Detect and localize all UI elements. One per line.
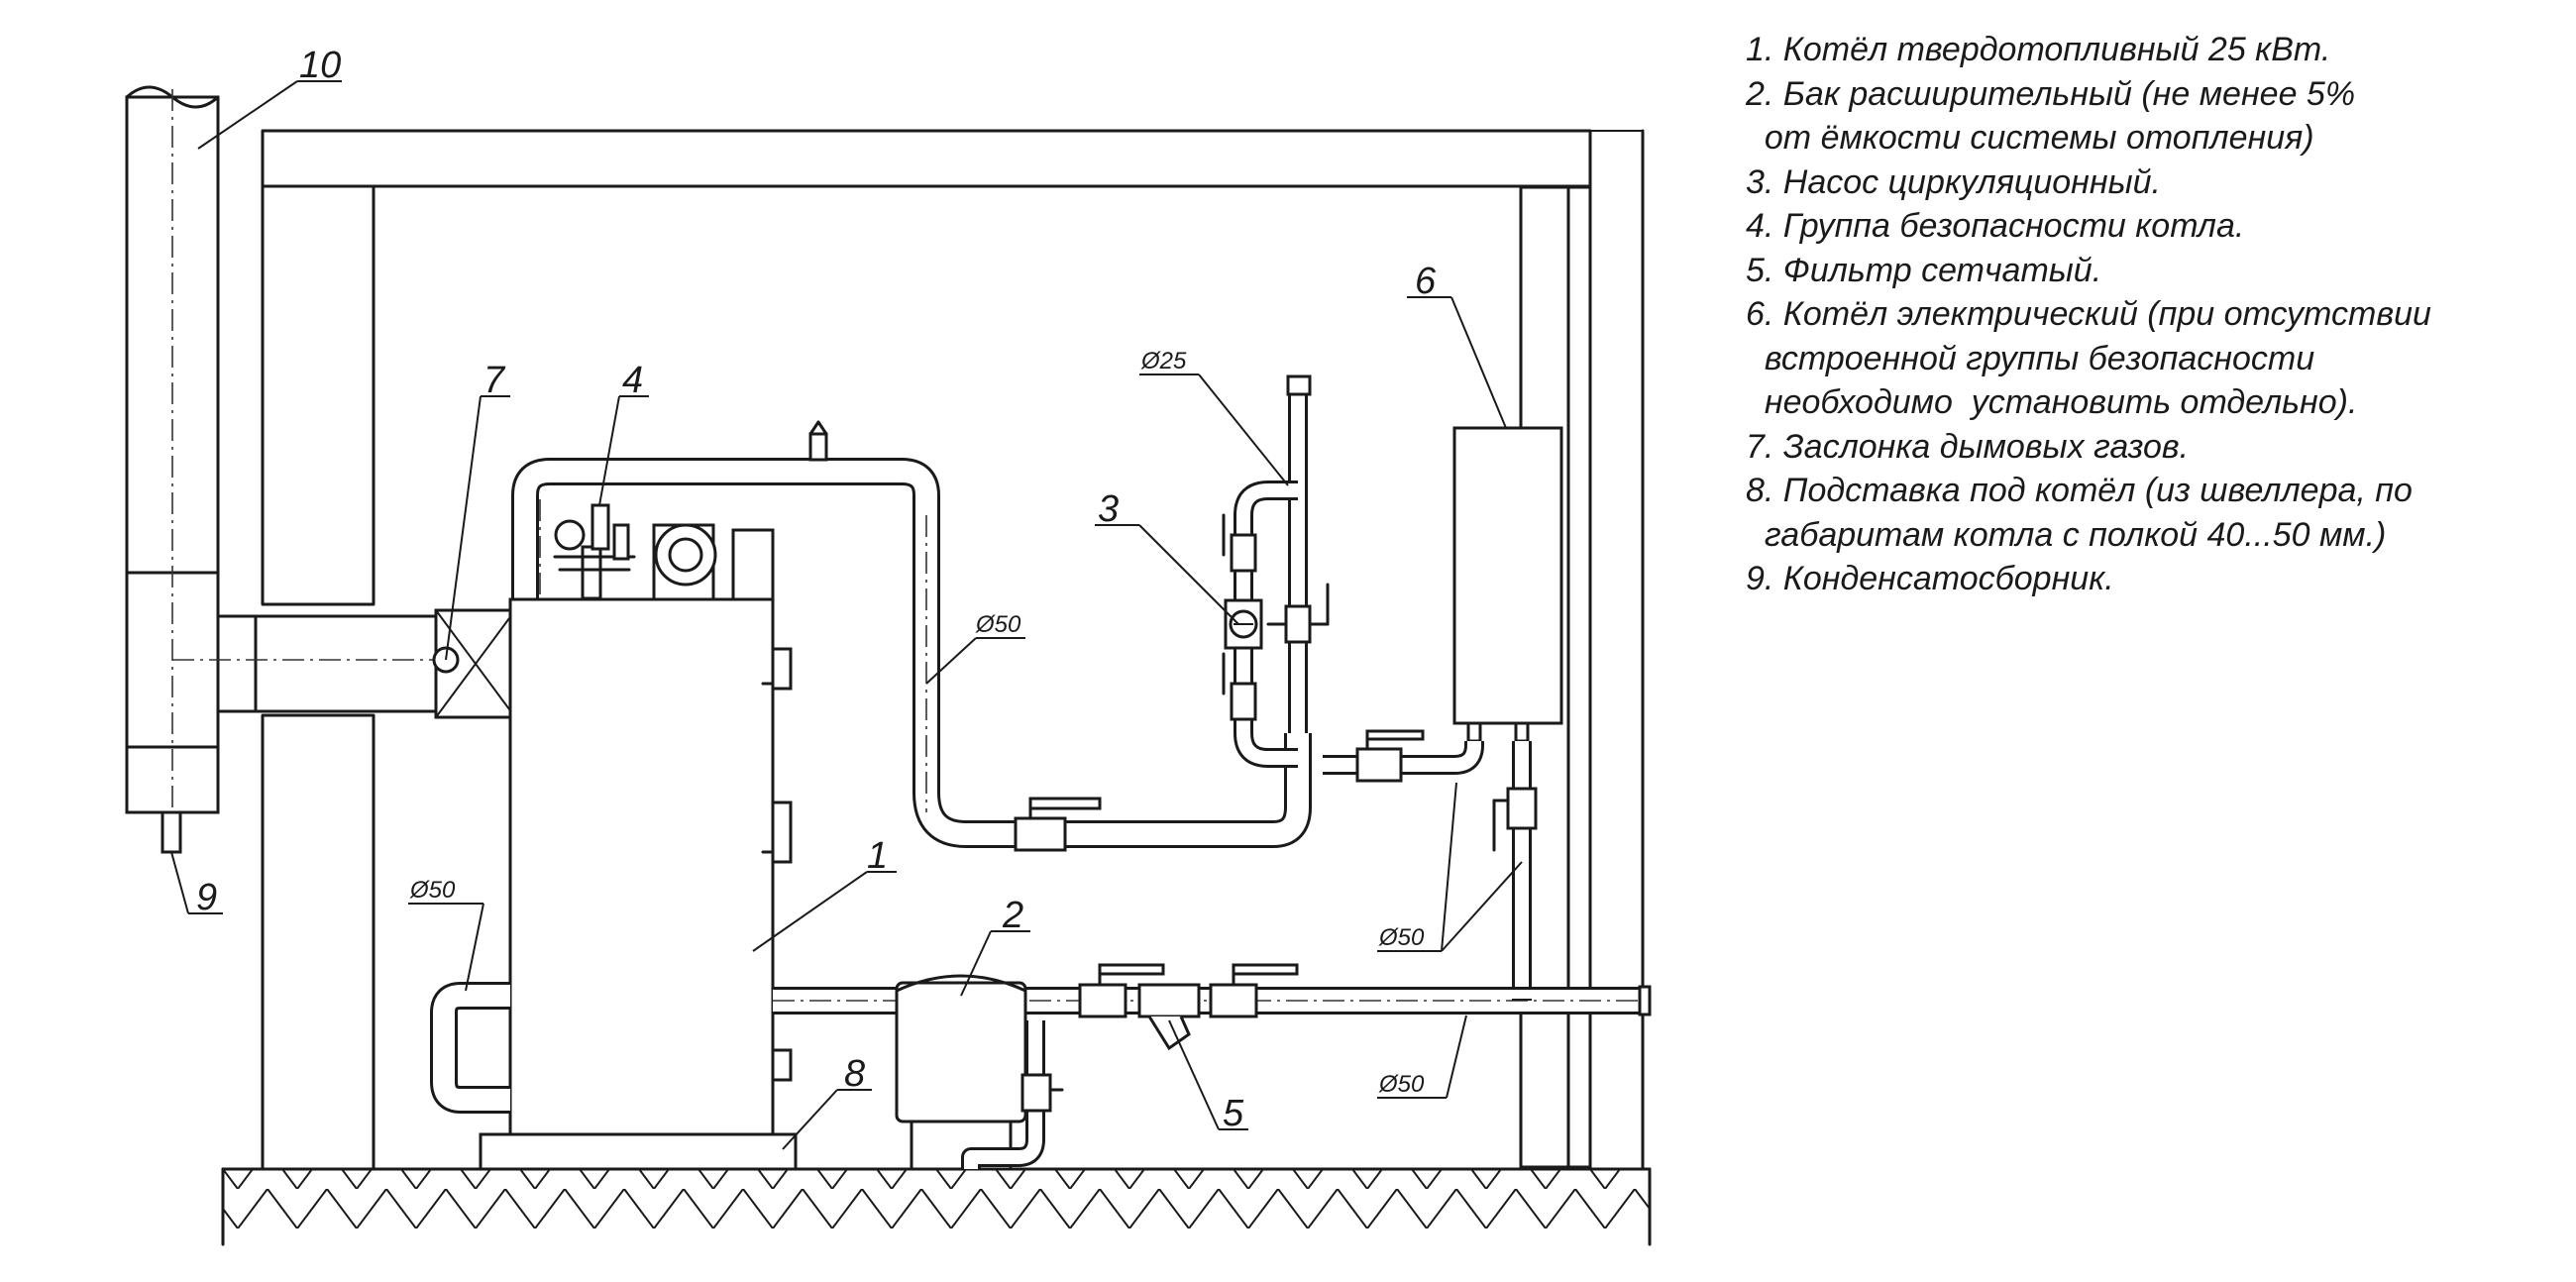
legend-item: 5. Фильтр сетчатый. (1746, 251, 2102, 289)
callout-2: 2 (1002, 895, 1023, 936)
callout-leaders (170, 80, 1523, 1150)
legend-item: 3. Насос циркуляционный. (1746, 162, 2161, 201)
chimney (125, 85, 220, 854)
floor-ground (221, 1167, 1652, 1246)
expansion-tank (895, 974, 1064, 1171)
callout-3: 3 (1098, 488, 1119, 530)
supply-ball-valve (1014, 797, 1102, 852)
dia-50-supply: Ø50 (975, 611, 1021, 638)
callout-1: 1 (867, 835, 888, 877)
legend-item: габаритам котла с полкой 40...50 мм.) (1746, 515, 2387, 554)
flue-damper (432, 608, 517, 719)
callout-7: 7 (483, 360, 506, 401)
supply-pipe (511, 420, 1312, 852)
solid-fuel-boiler (508, 523, 793, 1136)
legend-item: необходимо установить отдельно). (1746, 383, 2358, 421)
boiler-stand (479, 1132, 798, 1171)
callout-8: 8 (844, 1053, 865, 1095)
condensate-trap (161, 810, 182, 854)
legend-item: встроенной группы безопасности (1746, 339, 2315, 377)
callout-4: 4 (622, 360, 643, 401)
diameter-labels: Ø25 Ø50 Ø50 Ø50 Ø50 (409, 348, 1425, 1098)
legend-item: от ёмкости системы отопления) (1746, 119, 2314, 157)
flue-pipe (172, 608, 517, 719)
legend-item: 9. Конденсатосборник. (1746, 560, 2114, 597)
callout-10: 10 (299, 45, 341, 86)
legend-item: 8. Подставка под котёл (из швеллера, по (1746, 472, 2413, 509)
legend-item: 6. Котёл электрический (при отсутствии (1746, 295, 2431, 333)
pump-branch (1222, 374, 1330, 768)
circulation-pump (1224, 598, 1263, 650)
callout-6: 6 (1415, 261, 1437, 302)
callout-numbers: 1 2 3 4 5 6 7 8 9 10 (196, 45, 1437, 1134)
dia-50-left: Ø50 (409, 877, 456, 904)
legend-item: 4. Группа безопасности котла. (1746, 207, 2245, 245)
legend-item: 7. Заслонка дымовых газов. (1746, 427, 2190, 466)
legend-item: 1. Котёл твердотопливный 25 кВт. (1746, 31, 2331, 68)
dia-50-right: Ø50 (1378, 924, 1425, 951)
electric-boiler (1323, 426, 1563, 999)
dia-50-return: Ø50 (1378, 1071, 1425, 1098)
callout-5: 5 (1223, 1093, 1244, 1134)
safety-group (553, 503, 636, 600)
dia-25: Ø25 (1140, 348, 1187, 374)
callout-9: 9 (196, 877, 217, 918)
mesh-strainer (1137, 983, 1201, 1051)
legend: 1. Котёл твердотопливный 25 кВт. 2. Бак … (1746, 28, 2558, 601)
left-return-loop (430, 982, 510, 1114)
legend-item: 2. Бак расширительный (не менее 5% (1746, 74, 2356, 113)
